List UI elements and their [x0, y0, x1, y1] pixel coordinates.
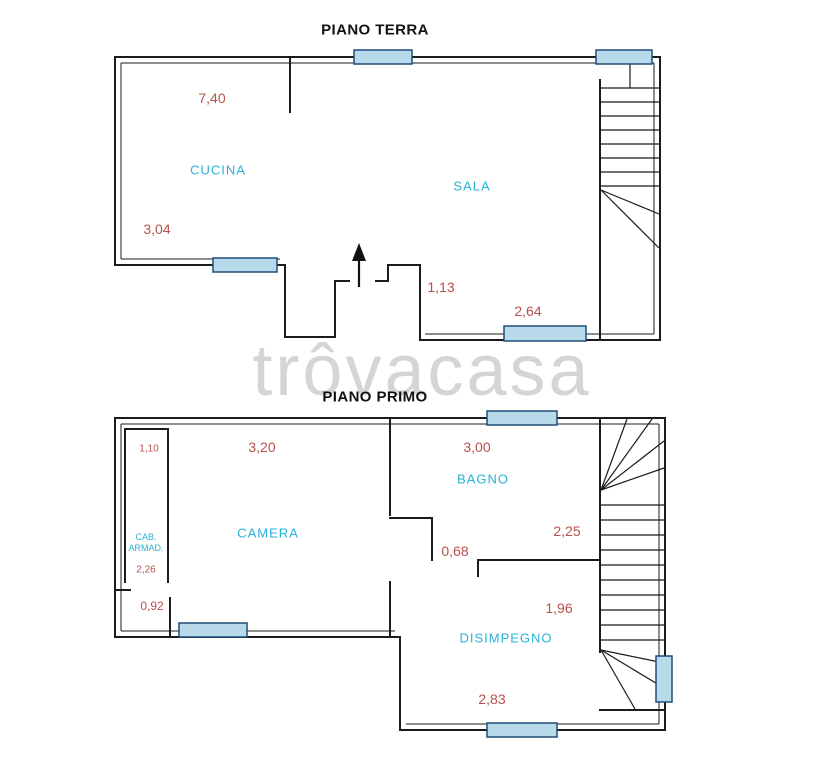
room-label-cabina-armadio: CAB. ARMAD. [128, 532, 164, 553]
room-label-bagno: BAGNO [457, 471, 509, 487]
dimension-1-13: 1,13 [427, 279, 455, 295]
dimension-0-68: 0,68 [441, 543, 469, 559]
window-stairs-east [655, 655, 673, 703]
piano-terra-title: PIANO TERRA [321, 21, 429, 39]
window-top-stairs [595, 49, 653, 65]
window-disimpegno-south [486, 722, 558, 738]
window-kitchen-south [212, 257, 278, 273]
dimension-3-20: 3,20 [248, 439, 276, 455]
dimension-2-26: 2,26 [136, 564, 156, 576]
window-sala-south [503, 325, 587, 342]
piano-terra-windows [212, 49, 653, 342]
entrance-arrow-icon [352, 243, 366, 287]
dimension-7-40: 7,40 [198, 90, 226, 106]
piano-terra-walls [114, 56, 661, 341]
dimension-1-10: 1,10 [139, 443, 159, 455]
piano-primo-stairs [600, 418, 665, 710]
dimension-3-04: 3,04 [143, 221, 171, 237]
dimension-3-00: 3,00 [463, 439, 491, 455]
room-label-camera: CAMERA [237, 525, 299, 541]
piano-primo-title: PIANO PRIMO [322, 388, 428, 406]
dimension-1-96: 1,96 [545, 600, 573, 616]
window-camera-south [178, 622, 248, 638]
dimension-2-83: 2,83 [478, 691, 506, 707]
piano-primo-walls [114, 417, 666, 731]
dimension-0-92: 0,92 [140, 599, 164, 613]
piano-terra-stairs [600, 58, 660, 249]
room-label-cucina: CUCINA [190, 162, 246, 178]
dimension-2-25: 2,25 [553, 523, 581, 539]
piano-primo-windows [178, 410, 673, 738]
window-top-kitchen [353, 49, 413, 65]
room-label-disimpegno: DISIMPEGNO [459, 630, 553, 646]
dimension-2-64: 2,64 [514, 303, 542, 319]
room-label-sala: SALA [453, 178, 491, 194]
window-bagno-north [486, 410, 558, 426]
